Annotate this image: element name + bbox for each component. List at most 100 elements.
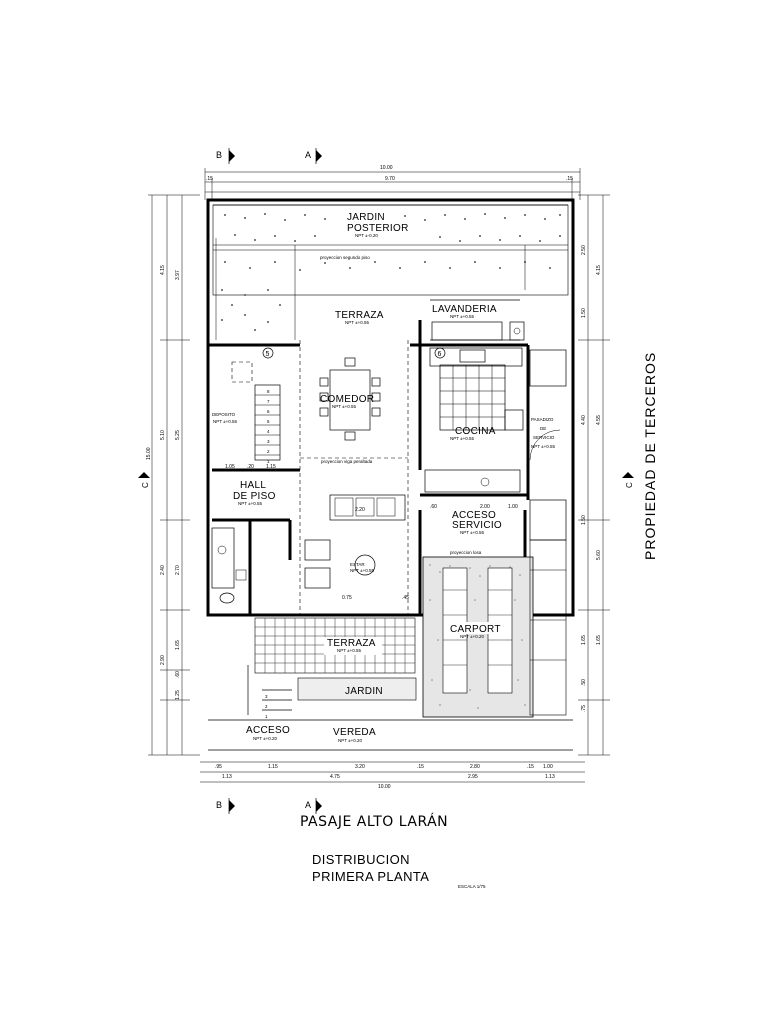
svg-text:5: 5: [267, 419, 270, 424]
dim-left-inner-3: 2.70: [175, 565, 181, 575]
npt-pasadizo: NPT ±+0.55: [531, 444, 556, 449]
dim-bottom-total: 10.00: [378, 784, 391, 790]
npt-hall: NPT ±+0.55: [238, 501, 263, 506]
dim-left-outer-4: 2.90: [160, 655, 166, 665]
dim-left-outer-5: 1.25: [175, 690, 181, 700]
npt-vereda: NPT ±+0.20: [338, 738, 363, 743]
svg-text:0.75: 0.75: [342, 595, 352, 601]
dim-right-inner-3: 4.40: [581, 415, 587, 425]
dim-right-inner-2: 1.50: [581, 308, 587, 318]
svg-text:2.20: 2.20: [355, 507, 365, 513]
svg-text:1.05: 1.05: [225, 464, 235, 470]
svg-text:.15: .15: [527, 764, 534, 770]
jardin-posterior-area: JARDIN POSTERIOR NPT ±-0.20 proyeccion s…: [212, 204, 569, 340]
room-label-jardin-front: JARDIN: [345, 686, 383, 697]
svg-text:.45: .45: [402, 595, 409, 601]
dim-right-inner-1: 2.50: [581, 245, 587, 255]
svg-text:6: 6: [438, 351, 442, 358]
room-label-carport: CARPORT: [450, 624, 501, 635]
npt-acceso-servicio: NPT ±+0.55: [460, 530, 485, 535]
dim-right-outer-3: 5.60: [596, 550, 602, 560]
comedor-room: COMEDOR NPT ±+0.55 proyeccion viga peral…: [299, 340, 409, 615]
carport-area: CARPORT NPT ±+0.20: [422, 539, 567, 718]
svg-text:1.15: 1.15: [266, 464, 276, 470]
hall-de-piso: HALL DE PISO NPT ±+0.55: [233, 480, 275, 506]
section-mark-a-top: A: [305, 148, 322, 164]
npt-terraza-top: NPT ±+0.55: [345, 320, 370, 325]
note-proyeccion-viga-peraltada: proyeccion viga peraltada: [321, 459, 373, 464]
svg-text:2.00: 2.00: [480, 504, 490, 510]
dim-top-end-left: .15: [206, 176, 213, 182]
dim-right-outer-4: 1.65: [596, 635, 602, 645]
section-label-c-right: C: [625, 482, 634, 488]
room-label-jardin-posterior-2: POSTERIOR: [347, 223, 409, 234]
dim-right-inner-4: 1.50: [581, 515, 587, 525]
svg-text:2.95: 2.95: [468, 774, 478, 780]
svg-text:.95: .95: [215, 764, 222, 770]
svg-text:2.80: 2.80: [470, 764, 480, 770]
marker-5: 5: [262, 347, 274, 359]
room-label-comedor: COMEDOR: [320, 394, 374, 405]
dim-right-inner-5: 1.65: [581, 635, 587, 645]
room-label-terraza-bottom: TERRAZA: [327, 638, 376, 649]
note-proyeccion-losa: proyeccion losa: [450, 550, 482, 555]
svg-text:.20: .20: [247, 464, 254, 470]
dim-left-total: 15.00: [146, 447, 152, 460]
section-mark-b-bottom: B: [216, 798, 235, 814]
bottom-dimensions: .95 1.15 3.20 .15 2.80 .15 1.00 1.13 4.7…: [200, 761, 585, 790]
jardin-front: JARDIN: [297, 677, 417, 701]
npt-estar: NPT ±+0.55: [350, 568, 375, 573]
section-label-b-top: B: [216, 150, 222, 160]
section-mark-b-top: B: [216, 148, 235, 164]
svg-text:1.13: 1.13: [222, 774, 232, 780]
section-mark-c-right: C: [622, 472, 634, 488]
section-label-a-top: A: [305, 150, 311, 160]
side-label-propiedad: PROPIEDAD DE TERCEROS: [642, 352, 658, 560]
room-label-vereda: VEREDA: [333, 727, 376, 738]
svg-text:4: 4: [267, 429, 270, 434]
svg-text:1: 1: [267, 459, 270, 464]
svg-text:5: 5: [266, 351, 270, 358]
room-label-acceso: ACCESO: [246, 725, 290, 736]
dim-right-outer-1: 4.15: [596, 265, 602, 275]
cocina-room: COCINA NPT ±+0.55: [424, 347, 524, 493]
dim-left-inner-2: 5.25: [175, 430, 181, 440]
svg-text:.60: .60: [430, 504, 437, 510]
dim-top-end-right: .15: [566, 176, 573, 182]
caption-scale: ESCALA 1/75: [458, 884, 486, 889]
section-label-a-bottom: A: [305, 800, 311, 810]
svg-text:.15: .15: [417, 764, 424, 770]
terraza-bottom: TERRAZA NPT ±+0.55: [254, 617, 416, 674]
room-label-acceso-servicio-2: SERVICIO: [452, 520, 502, 531]
dim-left-inner-5: .60: [175, 671, 181, 678]
pasadizo-servicio: PASADIZO DE SERVICIO NPT ±+0.55: [529, 349, 567, 541]
street-title: PASAJE ALTO LARÁN: [300, 813, 448, 830]
bathroom: [211, 527, 247, 604]
label-pasadizo-1: PASADIZO: [531, 417, 554, 422]
npt-lavanderia: NPT ±+0.55: [450, 314, 475, 319]
front-steps: 3 2 1: [208, 665, 573, 751]
label-pasadizo-3: SERVICIO: [533, 435, 555, 440]
svg-text:4.75: 4.75: [330, 774, 340, 780]
room-label-jardin-posterior-1: JARDIN: [347, 212, 385, 223]
dim-right-outer-2: 4.55: [596, 415, 602, 425]
dim-top-inner: 9.70: [385, 176, 395, 182]
svg-text:2: 2: [265, 704, 268, 709]
acceso-servicio: ACCESO SERVICIO NPT ±+0.55 proyeccion lo…: [430, 504, 518, 555]
top-dimensions: 10.00 9.70 .15 .15: [204, 165, 581, 200]
svg-text:6: 6: [267, 409, 270, 414]
deposito-stairs: DEPOSITO NPT ±+0.55 8 7 6 5 4 3 2 1 1.05…: [212, 361, 281, 470]
label-pasadizo-2: DE: [540, 426, 546, 431]
svg-text:7: 7: [267, 399, 270, 404]
npt-acceso: NPT ±+0.20: [253, 736, 278, 741]
svg-text:8: 8: [267, 389, 270, 394]
section-mark-a-bottom: A: [305, 798, 322, 814]
dim-right-outer-5: .75: [581, 705, 587, 712]
room-label-estar: ESTAR: [350, 562, 365, 567]
svg-text:3.20: 3.20: [355, 764, 365, 770]
section-label-c-left: C: [141, 482, 150, 488]
npt-comedor: NPT ±+0.55: [332, 404, 357, 409]
room-label-acceso-servicio-1: ACCESO: [452, 510, 496, 521]
outer-walls: [206, 198, 575, 617]
